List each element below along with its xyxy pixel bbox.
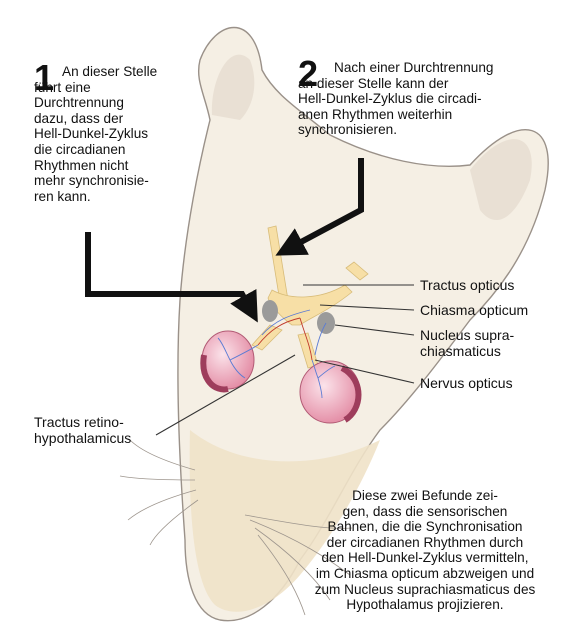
note-2-text: Nach einer Durchtrennung an dieser Stell… xyxy=(298,60,548,138)
label-tractus-opticus: Tractus opticus xyxy=(420,277,514,293)
conclusion-text: Diese zwei Befunde zei- gen, dass die se… xyxy=(290,488,560,613)
note-1-text: An dieser Stelle führt eine Durchtrennun… xyxy=(34,64,204,204)
eye-right xyxy=(300,360,360,423)
label-nucleus-suprachiasmaticus: Nucleus supra- chiasmaticus xyxy=(420,327,514,359)
label-tractus-retinohypothalamicus: Tractus retino- hypothalamicus xyxy=(34,414,131,446)
nucleus-left xyxy=(262,300,278,322)
label-chiasma-opticum: Chiasma opticum xyxy=(420,302,528,318)
label-nervus-opticus: Nervus opticus xyxy=(420,375,513,391)
